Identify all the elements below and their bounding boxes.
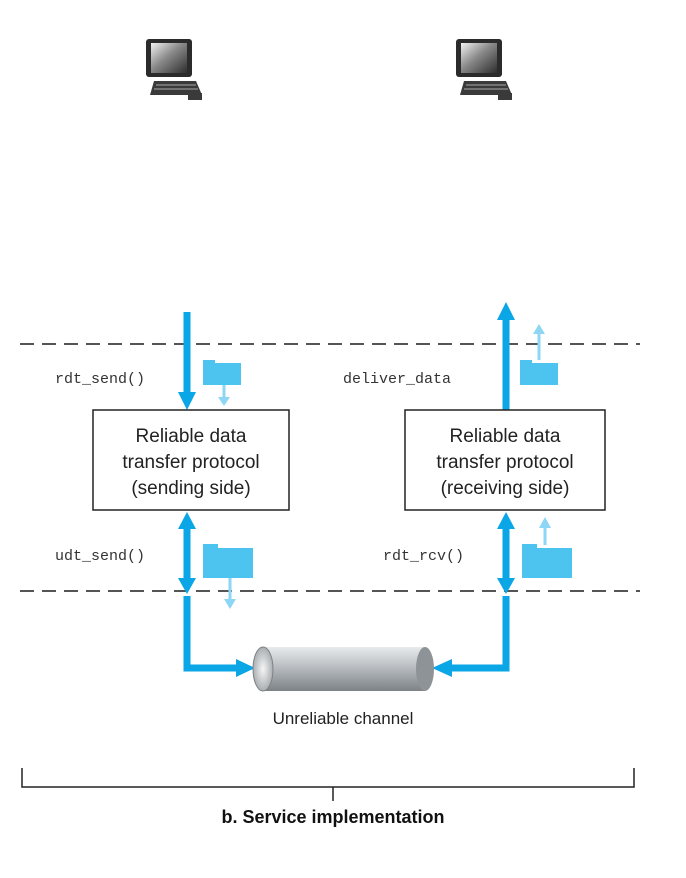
packet-folder-icon — [203, 544, 253, 609]
section-title: b. Service implementation — [221, 807, 444, 827]
rdt-rcv-arrow — [497, 512, 515, 594]
sender-box-line3: (sending side) — [131, 478, 250, 499]
packet-folder-icon — [203, 360, 241, 406]
rdt-send-label: rdt_send() — [55, 371, 145, 388]
packet-folder-icon — [520, 324, 558, 385]
sender-box-line2: transfer protocol — [122, 452, 259, 473]
section-bracket — [21, 768, 635, 801]
rdt-rcv-label: rdt_rcv() — [383, 548, 464, 565]
receiver-computer-icon — [456, 39, 512, 100]
deliver-data-label: deliver_data — [343, 371, 451, 388]
sender-channel-connection — [183, 596, 255, 677]
receiver-box-line1: Reliable data — [450, 426, 561, 447]
receiver-channel-connection — [432, 596, 510, 677]
deliver-data-arrow — [497, 302, 515, 410]
sender-computer-icon — [146, 39, 202, 100]
udt-send-label: udt_send() — [55, 548, 145, 565]
sender-box-line1: Reliable data — [136, 426, 247, 447]
receiver-box-line2: transfer protocol — [436, 452, 573, 473]
channel-label: Unreliable channel — [273, 709, 414, 728]
sender-protocol-box — [92, 409, 290, 511]
unreliable-channel-pipe — [252, 646, 434, 692]
udt-send-arrow — [178, 512, 196, 594]
receiver-protocol-box — [404, 409, 606, 511]
receiver-box-line3: (receiving side) — [441, 478, 570, 499]
packet-folder-icon — [522, 517, 572, 578]
rdt-send-arrow — [178, 312, 196, 410]
